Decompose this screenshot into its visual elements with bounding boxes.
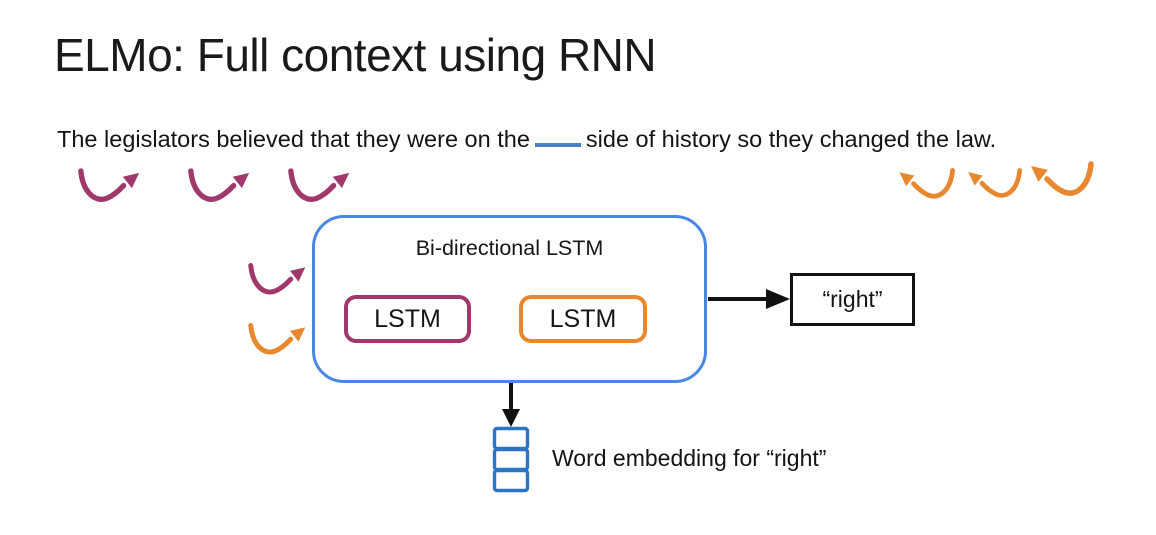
- backward-lstm-box: LSTM: [519, 295, 647, 343]
- forward-input-arrow-icon: [248, 263, 306, 295]
- page-title: ELMo: Full context using RNN: [54, 29, 657, 81]
- blank-underline: [534, 128, 581, 147]
- backward-context-arrow-icon: [899, 168, 956, 199]
- forward-context-arrow-icon: [188, 168, 250, 202]
- backward-lstm-label: LSTM: [549, 304, 617, 333]
- backward-context-arrow-icon: [968, 168, 1023, 198]
- output-word-label: “right”: [822, 286, 883, 312]
- forward-lstm-label: LSTM: [374, 304, 441, 333]
- example-sentence: The legislators believed that they were …: [57, 126, 996, 153]
- word-embedding-icon: [492, 426, 530, 493]
- sentence-before-blank: The legislators believed that they were …: [57, 126, 530, 152]
- sentence-after-blank: side of history so they changed the law.: [585, 126, 997, 152]
- output-word-box: “right”: [790, 273, 915, 326]
- bilstm-label: Bi-directional LSTM: [415, 236, 604, 260]
- forward-context-arrow-icon: [288, 168, 350, 202]
- backward-context-arrow-icon: [1031, 161, 1094, 196]
- output-arrow-icon: [708, 289, 790, 309]
- backward-input-arrow-icon: [248, 323, 306, 355]
- forward-lstm-box: LSTM: [344, 295, 471, 343]
- embedding-arrow-icon: [502, 383, 520, 427]
- embedding-caption: Word embedding for “right”: [552, 445, 827, 471]
- forward-context-arrow-icon: [78, 168, 140, 202]
